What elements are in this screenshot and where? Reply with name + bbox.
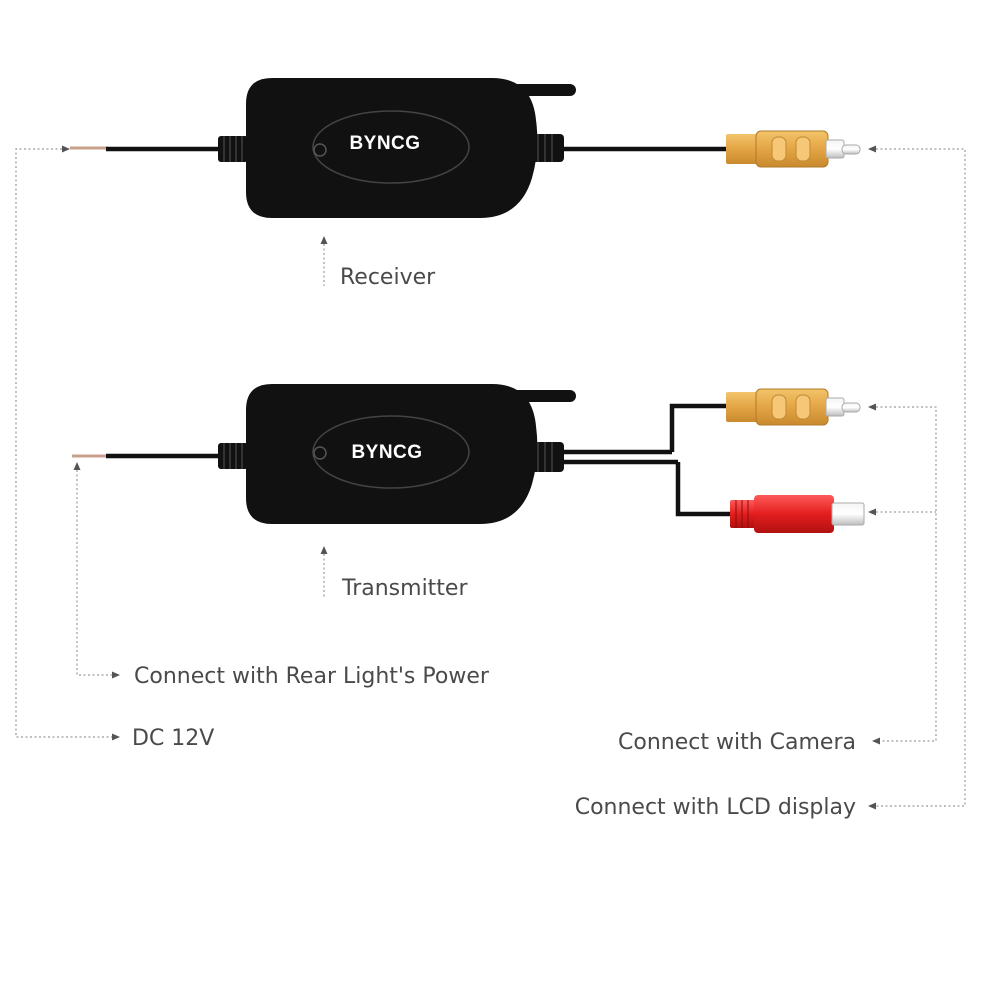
- dc-12v-dashed-line: [15, 148, 112, 738]
- rear-light-label: Connect with Rear Light's Power: [134, 664, 490, 689]
- rear-light-arrow-out: [112, 671, 120, 679]
- receiver-left-strain-relief: [218, 136, 248, 162]
- lcd-arrow-out: [868, 802, 876, 810]
- receiver-body: [246, 78, 538, 218]
- dc-12v-arrow-in: [62, 145, 70, 153]
- receiver-caption-arrow: [320, 236, 328, 244]
- rear-light-callout: Connect with Rear Light's Power: [73, 462, 490, 689]
- dc-12v-label: DC 12V: [132, 726, 214, 751]
- receiver-rca-yellow-connector: [726, 130, 861, 168]
- camera-dashed-line: [876, 406, 937, 742]
- transmitter-caption: Transmitter: [341, 576, 468, 601]
- camera-label: Connect with Camera: [618, 730, 856, 755]
- receiver-brand: BYNCG: [349, 133, 420, 154]
- transmitter-right-strain-relief: [530, 442, 564, 472]
- lcd-label: Connect with LCD display: [575, 795, 856, 820]
- receiver-caption: Receiver: [340, 265, 436, 290]
- lcd-arrow-in: [868, 145, 876, 153]
- lcd-callout: Connect with LCD display: [575, 145, 966, 820]
- rear-light-arrow-in: [73, 462, 81, 470]
- camera-arrow-dc: [868, 508, 876, 516]
- transmitter-badge-oval: [312, 415, 470, 489]
- transmitter-body: [246, 384, 538, 524]
- lcd-dashed-line: [876, 148, 966, 807]
- receiver-badge-oval: [312, 110, 470, 184]
- transmitter-dc-red-connector: [730, 495, 865, 533]
- camera-callout: Connect with Camera: [618, 403, 937, 755]
- receiver-unit: BYNCG: [70, 78, 861, 218]
- transmitter-split-cable: [562, 403, 732, 517]
- rear-light-dashed-line: [76, 470, 112, 676]
- camera-arrow-out: [872, 737, 880, 745]
- transmitter-led: [313, 446, 327, 460]
- receiver-caption-group: Receiver: [320, 236, 436, 290]
- transmitter-rca-yellow-connector: [726, 388, 861, 426]
- transmitter-left-strain-relief: [218, 443, 248, 469]
- dc-12v-callout: DC 12V: [15, 145, 214, 751]
- camera-arrow-rca: [868, 403, 876, 411]
- transmitter-caption-group: Transmitter: [320, 546, 468, 601]
- dc-12v-arrow-out: [112, 733, 120, 741]
- receiver-led: [313, 143, 327, 157]
- transmitter-caption-arrow: [320, 546, 328, 554]
- transmitter-unit: BYNCG: [72, 384, 865, 533]
- transmitter-brand: BYNCG: [351, 442, 422, 463]
- receiver-right-strain-relief: [530, 134, 564, 162]
